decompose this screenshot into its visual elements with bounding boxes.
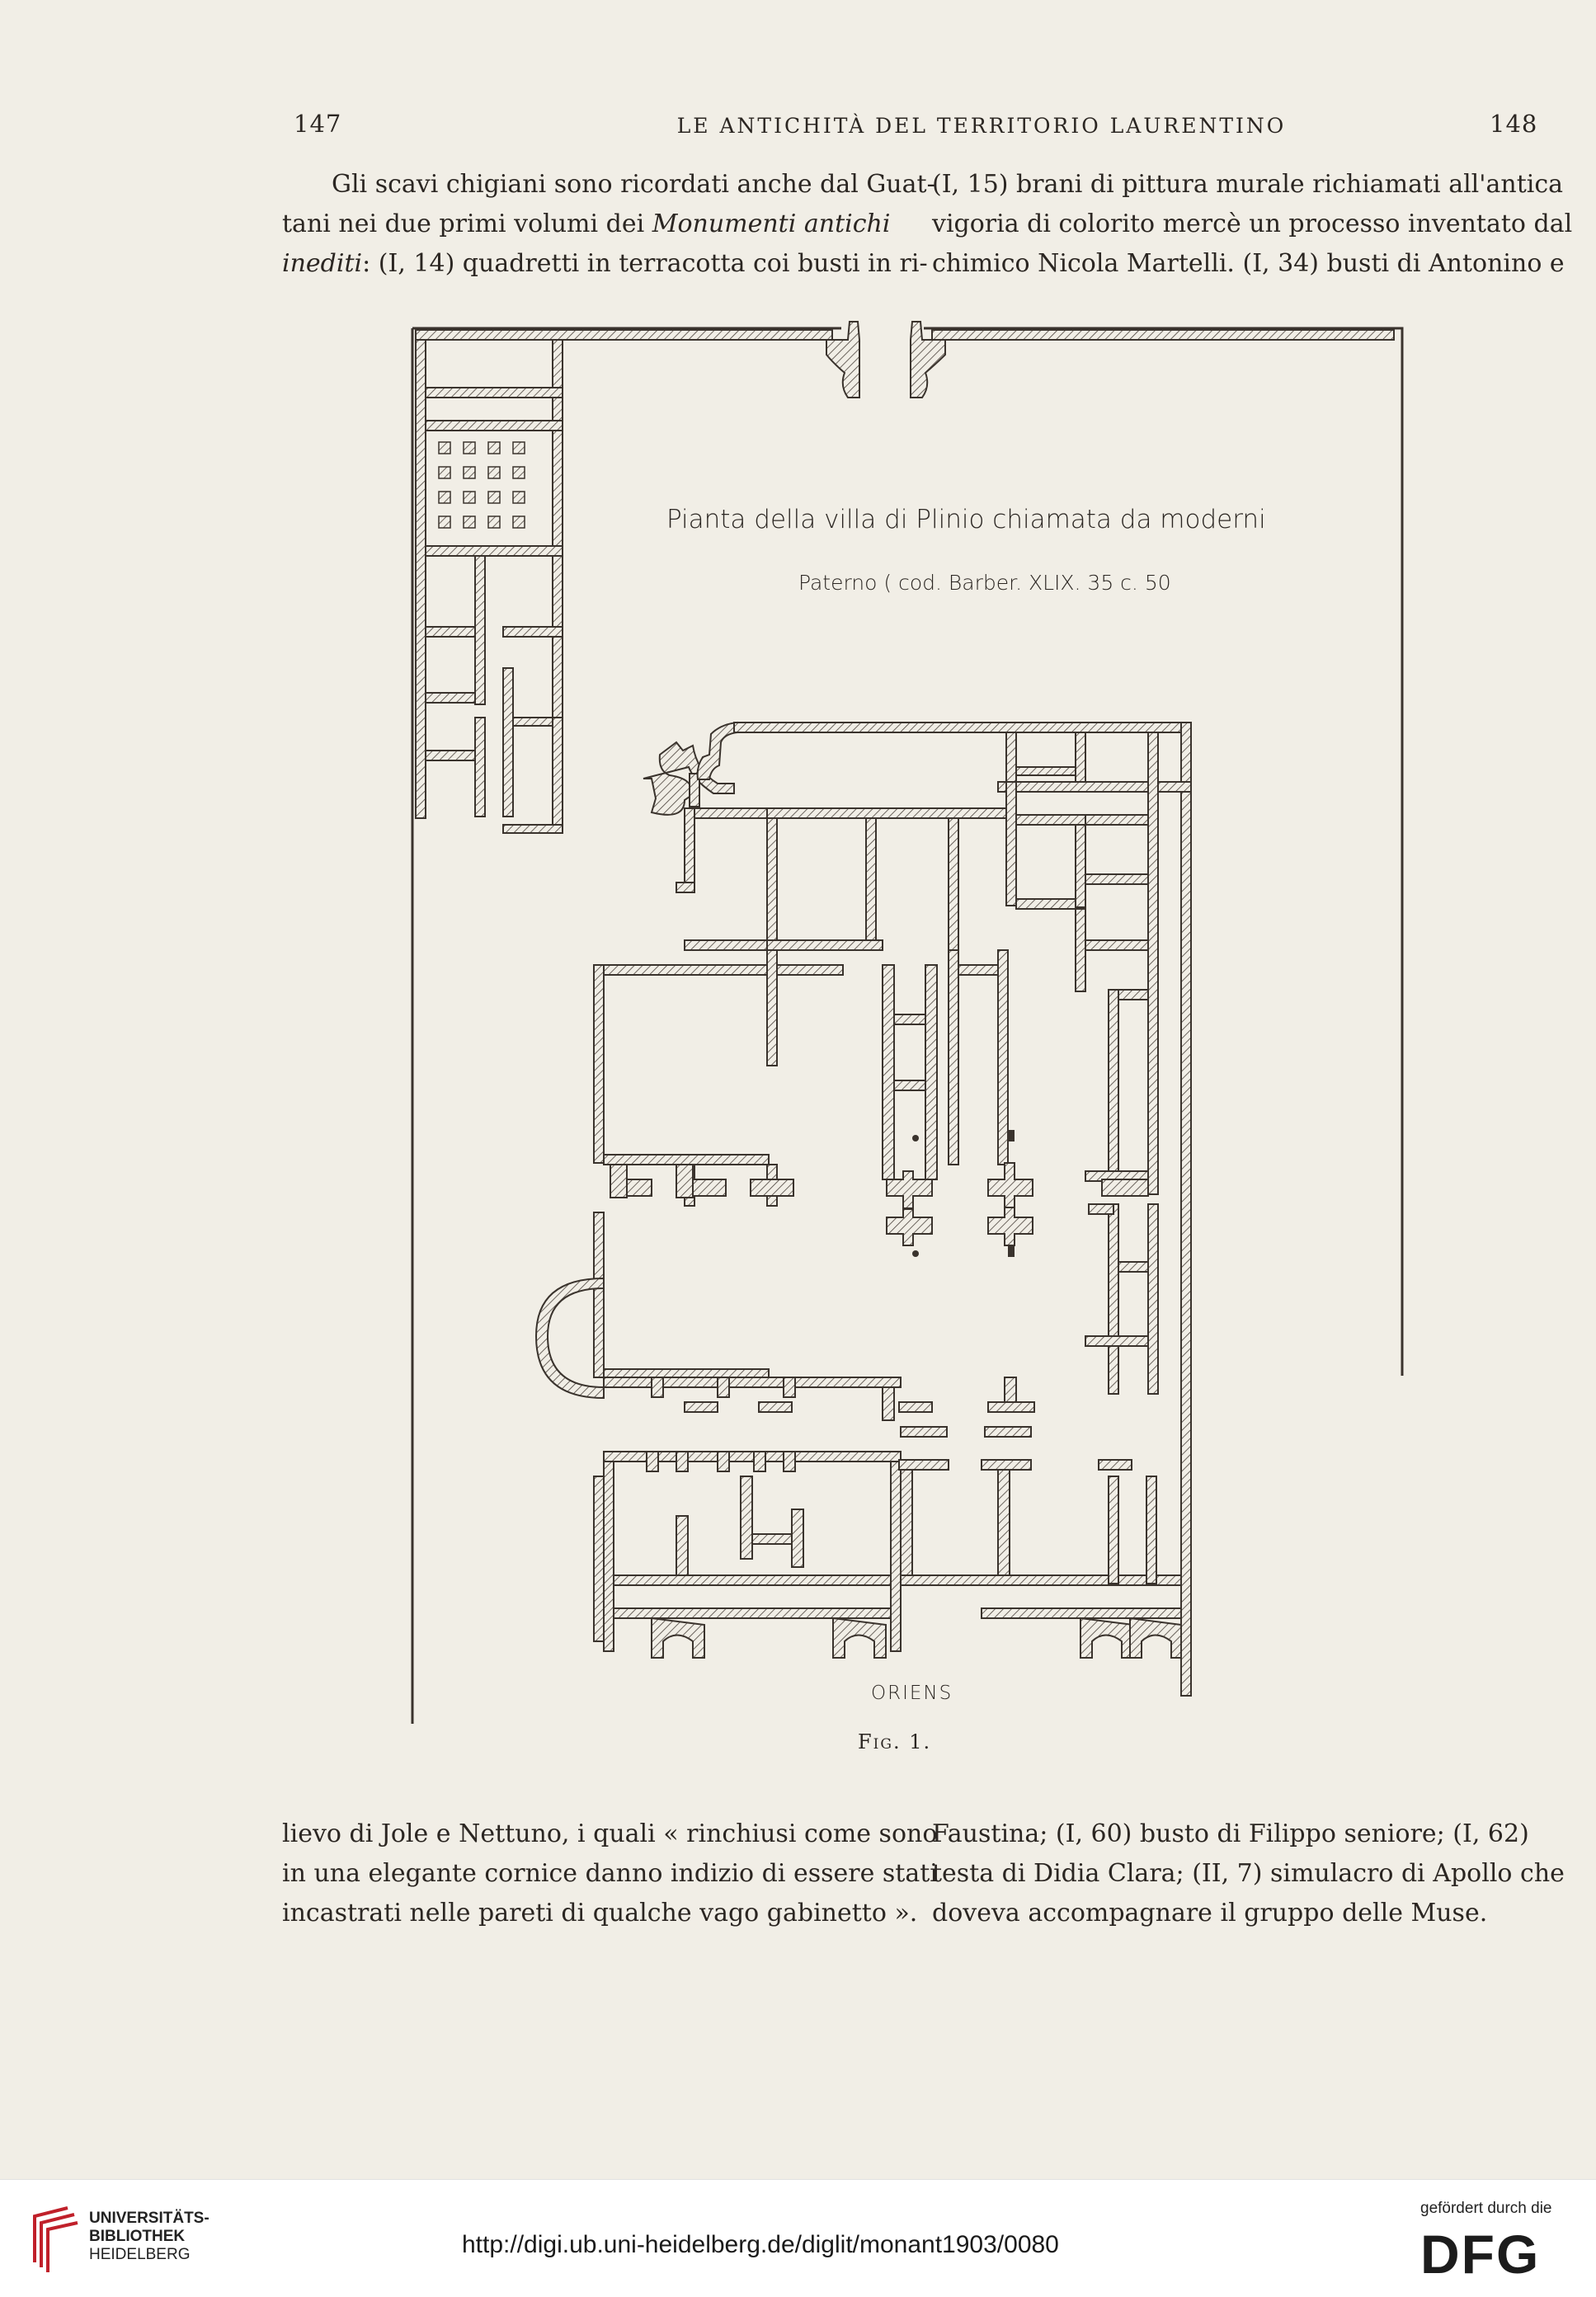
plan-top-wall [931,329,1395,341]
text-line: Gli scavi chigiani sono ricordati anche … [332,170,935,199]
digitization-footer: UNIVERSITÄTS- BIBLIOTHEK HEIDELBERG http… [0,2179,1596,2297]
plan-south-block [603,1377,1182,1652]
library-name-line: BIBLIOTHEK [89,2228,186,2245]
plan-frame [411,327,1404,1724]
library-name-line: UNIVERSITÄTS- [89,2210,210,2227]
text-line: chimico Nicola Martelli. (I, 34) busti d… [932,249,1565,278]
entrance-moldings [826,321,946,398]
text-column-top-right: (I, 15) brani di pittura murale richiama… [932,165,1573,284]
villa-floor-plan-figure: Pianta della villa di Plinio chiamata da… [411,321,1404,1724]
text-line: lievo di Jole e Nettuno, i quali « rinch… [282,1819,938,1848]
library-name[interactable]: UNIVERSITÄTS- BIBLIOTHEK HEIDELBERG [89,2210,210,2264]
dfg-logo-icon[interactable]: DFG [1420,2225,1561,2280]
plan-pier-grid [438,441,525,529]
permalink-url[interactable]: http://digi.ub.uni-heidelberg.de/diglit/… [462,2231,1059,2258]
text-line: testa di Didia Clara; (II, 7) simulacro … [932,1859,1565,1888]
figure-caption: Fig. 1. [858,1730,932,1753]
plan-west-wing [415,339,563,834]
italic-title: inediti [282,249,363,278]
text-line: doveva accompagnare il gruppo delle Muse… [932,1899,1488,1928]
text-line: Faustina; (I, 60) busto di Filippo senio… [932,1819,1529,1848]
text-line: inediti: (I, 14) quadretti in terracotta… [282,244,928,284]
plan-inscription-title: Pianta della villa di Plinio chiamata da… [666,505,1266,534]
funding-label: gefördert durch die [1420,2200,1552,2217]
text-column-bottom-right: Faustina; (I, 60) busto di Filippo senio… [932,1815,1565,1933]
orientation-label: ORIENS [871,1683,953,1704]
text-line: incastrati nelle pareti di qualche vago … [282,1899,918,1928]
page-number-left: 147 [294,110,342,138]
plan-small-marks [912,1130,1015,1257]
plan-inscription-codex: Paterno ( cod. Barber. XLIX. 35 c. 50 [798,571,1171,595]
text-span: tani nei due primi volumi dei [282,209,652,238]
text-line: in una elegante cornice danno indizio di… [282,1859,938,1888]
text-column-bottom-left: lievo di Jole e Nettuno, i quali « rinch… [282,1815,938,1933]
plan-south-moldings [651,1617,1182,1659]
text-span: : (I, 14) quadretti in terracotta coi bu… [362,249,928,278]
text-column-top-left: Gli scavi chigiani sono ricordati anche … [282,165,935,284]
plan-east-complex [593,721,1192,1697]
plan-top-wall [415,329,833,341]
text-line: tani nei due primi volumi dei Monumenti … [282,205,890,244]
university-library-logo-icon[interactable] [30,2205,81,2274]
italic-title: Monumenti antichi [652,209,891,238]
text-line: (I, 15) brani di pittura murale richiama… [932,170,1564,199]
dfg-logo-text: DFG [1420,2225,1540,2280]
page-number-right: 148 [1490,110,1538,138]
library-name-line: HEIDELBERG [89,2246,191,2263]
running-title: LE ANTICHITÀ DEL TERRITORIO LAURENTINO [676,114,1287,138]
plan-apse [534,1277,605,1400]
text-line: vigoria di colorito mercè un processo in… [932,209,1573,238]
plan-east-columns [610,1162,1149,1246]
